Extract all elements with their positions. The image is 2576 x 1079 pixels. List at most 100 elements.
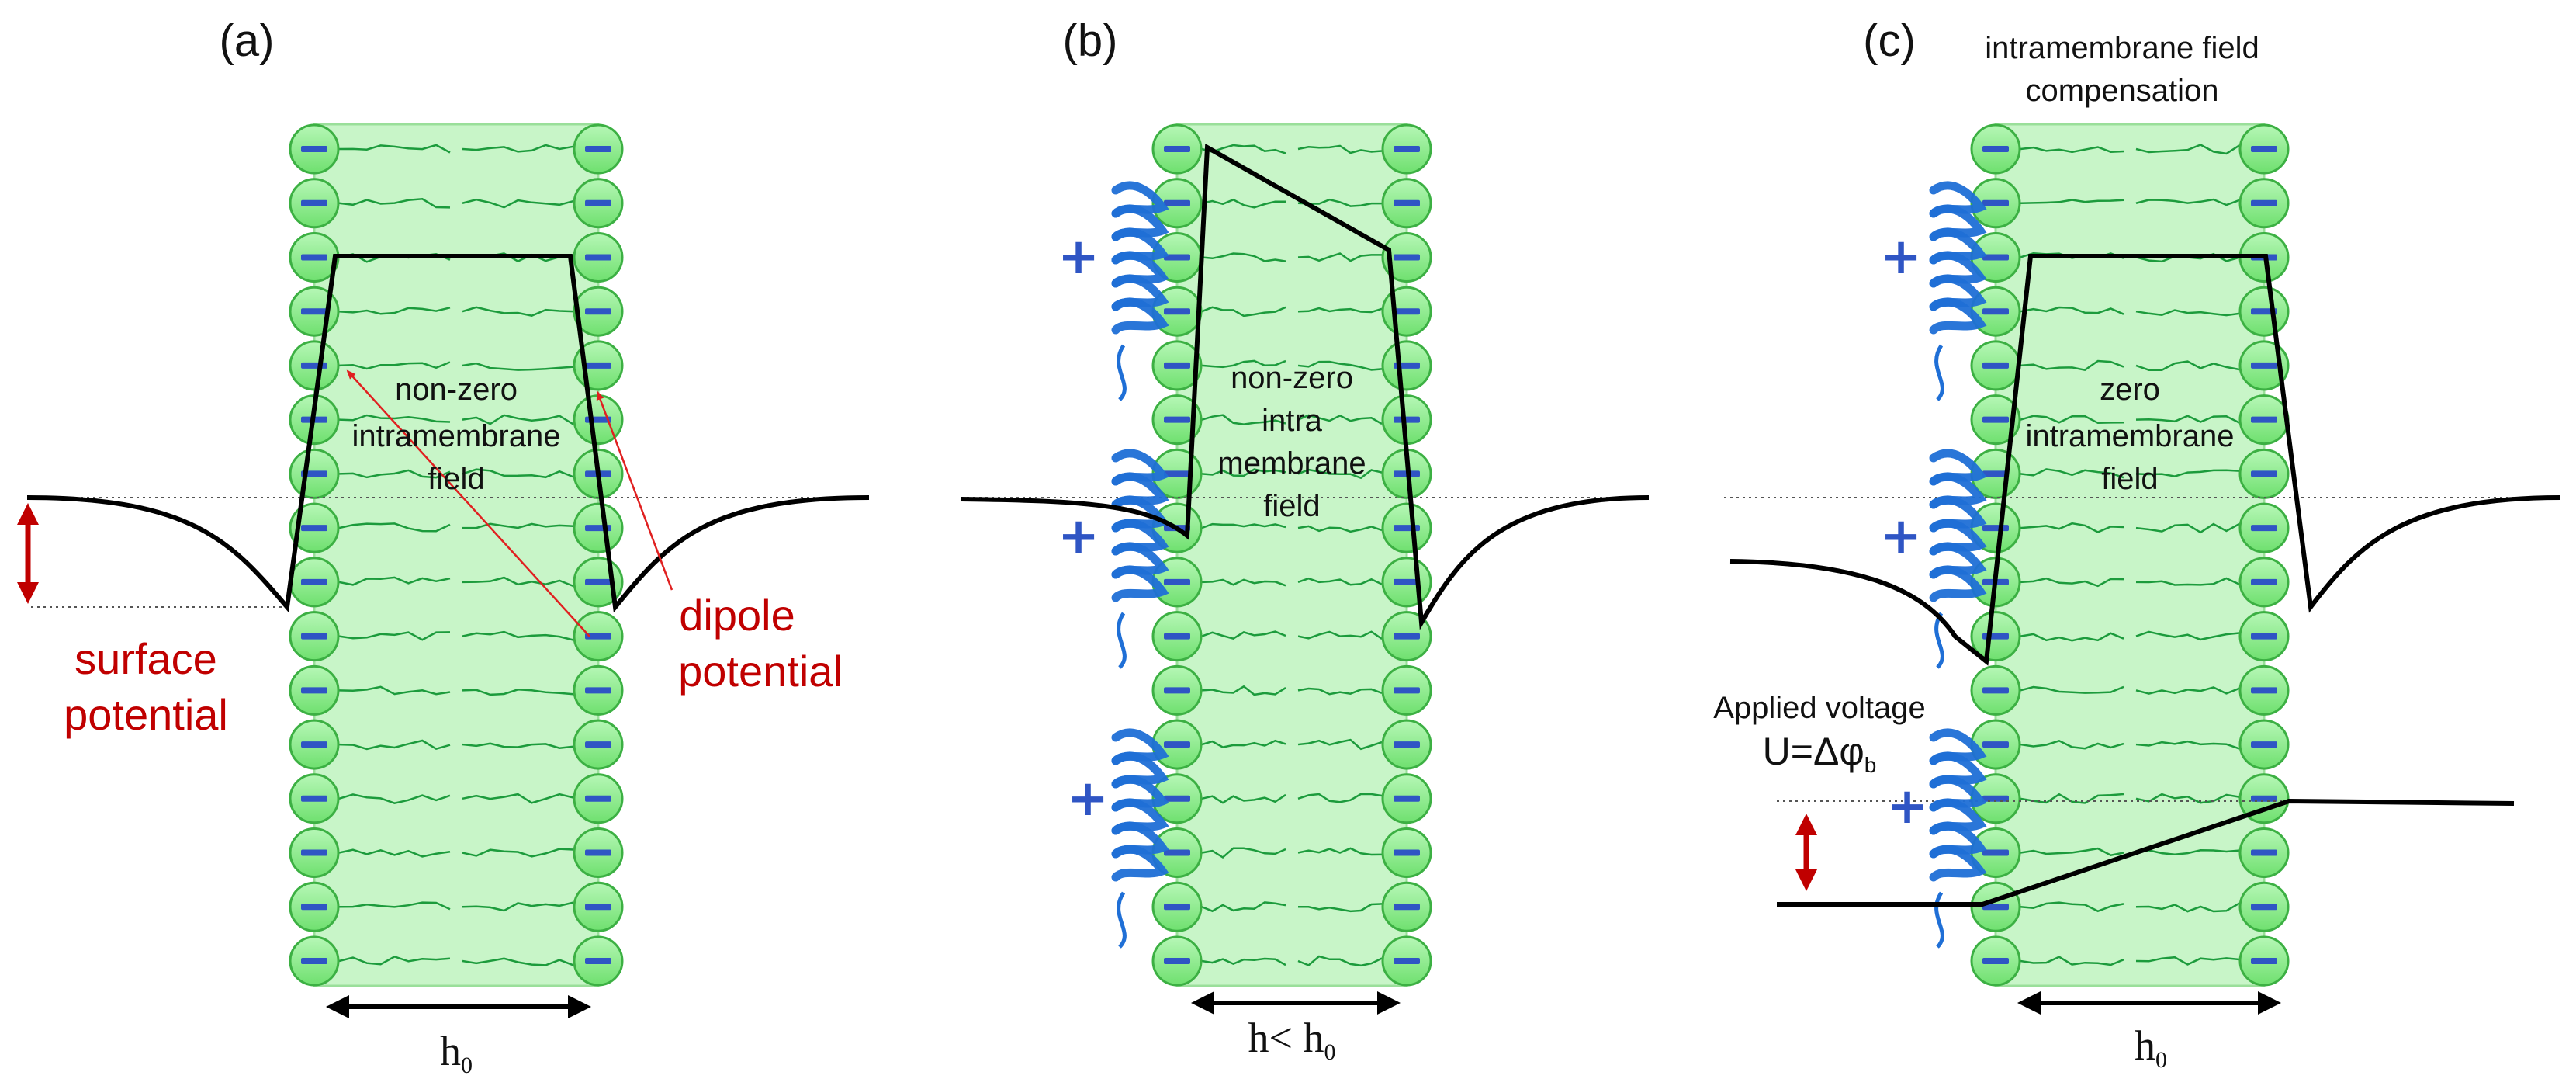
potential-profile-a (26, 254, 870, 613)
lipid-tail (2135, 956, 2240, 966)
peptide-helix-icon (1111, 728, 1169, 949)
applied-voltage-profile (1777, 798, 2515, 907)
lipid-tail (2135, 198, 2240, 206)
lipid-tail (462, 793, 574, 804)
lipid-tail (1297, 360, 1383, 371)
lipid-tail (1201, 630, 1286, 640)
minus-charge-icon (301, 795, 327, 802)
lipid-tail (1297, 252, 1382, 262)
lipid-tail (338, 848, 451, 858)
lipid-tail (1201, 739, 1286, 748)
lipid-tail (338, 361, 451, 370)
minus-charge-icon (301, 525, 327, 532)
lipid-tail (462, 522, 574, 529)
minus-charge-icon (1982, 958, 2009, 964)
minus-charge-icon (1164, 578, 1190, 585)
panel-label-b: (b) (1063, 16, 1118, 66)
minus-charge-icon (1394, 633, 1420, 640)
lipid-tail (2020, 306, 2124, 315)
lipid-tails (1201, 144, 1383, 967)
field-text-1: non-zero (1231, 361, 1353, 395)
minus-charge-icon (1164, 633, 1190, 640)
panel-label-a: (a) (220, 16, 275, 66)
minus-charge-icon (301, 308, 327, 315)
minus-charge-icon (585, 254, 611, 261)
minus-charge-icon (2251, 687, 2277, 694)
minus-charge-icon (1394, 416, 1420, 423)
lipid-tail (1297, 577, 1383, 586)
lipid-tail (1297, 525, 1383, 533)
minus-charge-icon (1394, 525, 1420, 532)
potential-profile-b (960, 144, 1650, 630)
lipid-tail (2020, 359, 2124, 372)
lipid-tail (2135, 902, 2240, 913)
lipid-tail (2020, 847, 2124, 857)
minus-charge-icon (1394, 199, 1420, 206)
minus-charge-icon (2251, 741, 2277, 748)
minus-charge-icon (1394, 741, 1420, 748)
lipid-tail (462, 630, 574, 641)
lipid-tail (1297, 847, 1383, 856)
minus-charge-icon (2251, 146, 2277, 152)
dipole-arrow (596, 390, 673, 591)
lipid-tail (1201, 468, 1286, 477)
lipid-tail (338, 739, 451, 751)
lipid-tail (1201, 847, 1286, 859)
lipid-tail (462, 362, 574, 371)
lipid-tail (2135, 686, 2240, 695)
lipid-tail (1297, 630, 1383, 640)
plus-charge: + (1067, 770, 1109, 827)
lipid-tail (338, 414, 451, 423)
minus-charge-icon (585, 578, 611, 585)
minus-charge-icon (1982, 795, 2009, 802)
minus-charge-icon (585, 795, 611, 802)
minus-charge-icon (2251, 904, 2277, 911)
lipid-tail (2020, 577, 2124, 588)
lipid-tail (2020, 739, 2124, 750)
minus-charge-icon (301, 146, 327, 152)
lipid-tail (462, 957, 574, 966)
field-text-3: field (2101, 462, 2158, 496)
minus-charge-icon (301, 849, 327, 856)
surface-potential-label-2: potential (64, 690, 228, 739)
field-text-2: intramembrane (2025, 419, 2234, 453)
lipid-tail (1297, 144, 1383, 154)
lipid-tail (2135, 469, 2240, 477)
minus-charge-icon (585, 199, 611, 206)
peptide-helix-icon (1929, 728, 1987, 949)
minus-charge-icon (2251, 958, 2277, 964)
minus-charge-icon (1394, 849, 1420, 856)
dipole-potential-label-2: potential (678, 647, 843, 696)
lipid-tail (1297, 687, 1383, 696)
minus-charge-icon (1164, 416, 1190, 423)
dipole-arrow (346, 369, 590, 637)
minus-charge-icon (585, 958, 611, 964)
lipid-tail (2020, 199, 2124, 204)
dipole-potential-label-1: dipole (679, 591, 795, 640)
field-text-4: field (1263, 489, 1320, 523)
minus-charge-icon (2251, 362, 2277, 369)
minus-charge-icon (1982, 199, 2009, 206)
minus-charge-icon (301, 958, 327, 964)
minus-charge-icon (301, 254, 327, 261)
minus-charge-icon (585, 308, 611, 315)
lipid-tails (2020, 144, 2240, 966)
minus-charge-icon (1982, 416, 2009, 423)
minus-charge-icon (301, 362, 327, 369)
lipid-tail (338, 469, 451, 479)
minus-charge-icon (585, 146, 611, 152)
width-label-b: h< h0 (1248, 1015, 1336, 1065)
lipid-tail (462, 306, 574, 317)
minus-charge-icon (1164, 687, 1190, 694)
lipid-tail (2135, 360, 2240, 371)
lipid-tail (2135, 415, 2240, 424)
lipid-tail (338, 685, 451, 696)
plus-charge: + (1880, 508, 1922, 565)
minus-charge-icon (1164, 308, 1190, 315)
minus-charge-icon (1394, 308, 1420, 315)
lipid-tail (2020, 468, 2124, 479)
lipid-tail (1297, 793, 1383, 803)
lipid-tail (2020, 146, 2124, 154)
lipid-tail (1201, 793, 1286, 804)
